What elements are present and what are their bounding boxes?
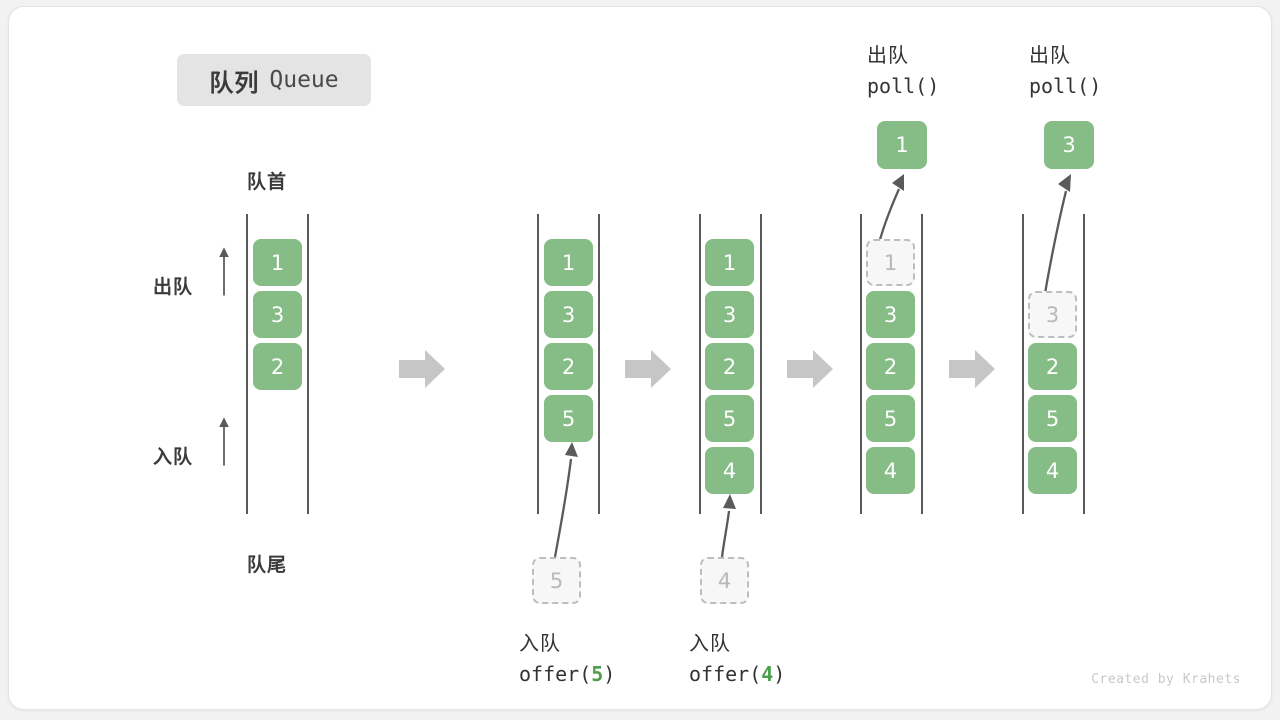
dequeue-label: 出队	[153, 277, 194, 298]
queue-cell: 2	[544, 343, 593, 390]
queue-rail-right-3	[760, 214, 762, 514]
code-prefix: offer(	[689, 662, 762, 686]
stage-header-code: poll()	[1029, 74, 1102, 98]
title-label-en: Queue	[269, 67, 339, 93]
queue-cell: 1	[705, 239, 754, 286]
queue-rail-left-3	[699, 214, 701, 514]
queue-cell: 4	[866, 447, 915, 494]
enqueue-curved-arrow-icon	[553, 442, 578, 558]
queue-rail-right-1	[307, 214, 309, 514]
queue-cell-new: 4	[705, 447, 754, 494]
title-badge: 队列 Queue	[177, 54, 371, 106]
queue-rail-right-2	[598, 214, 600, 514]
credit-text: Created by Krahets	[1091, 672, 1241, 687]
dequeue-curved-arrow-icon	[1042, 174, 1071, 300]
ghost-cell: 5	[532, 557, 581, 604]
stage-header-cn: 出队	[1029, 45, 1071, 67]
stage-caption-code: offer(4)	[689, 662, 785, 686]
code-arg: 5	[591, 662, 604, 686]
enqueue-curved-arrow-icon	[720, 494, 736, 558]
queue-cell: 3	[705, 291, 754, 338]
poll-result-cell: 3	[1044, 121, 1094, 169]
front-label: 队首	[247, 172, 288, 193]
queue-cell: 5	[705, 395, 754, 442]
ghost-cell: 3	[1028, 291, 1077, 338]
queue-cell: 4	[1028, 447, 1077, 494]
ghost-cell: 1	[866, 239, 915, 286]
queue-cell: 3	[253, 291, 302, 338]
stage-transition-arrow-icon	[949, 350, 995, 388]
stage-caption-cn: 入队	[519, 633, 561, 655]
dequeue-direction-arrow-icon	[219, 247, 229, 296]
queue-cell: 2	[866, 343, 915, 390]
poll-result-cell: 1	[877, 121, 927, 169]
queue-cell: 2	[705, 343, 754, 390]
diagram-card: 队列 Queue 队首 队尾 出队 入队 1 3 2 1	[8, 6, 1272, 710]
stage-header-cn: 出队	[867, 45, 909, 67]
code-suffix: )	[603, 662, 616, 686]
code-suffix: )	[773, 662, 786, 686]
queue-rail-left-5	[1022, 214, 1024, 514]
queue-rail-right-4	[921, 214, 923, 514]
queue-cell: 2	[1028, 343, 1077, 390]
queue-cell: 2	[253, 343, 302, 390]
queue-cell-new: 5	[544, 395, 593, 442]
stage-header-code: poll()	[867, 74, 940, 98]
stage-transition-arrow-icon	[399, 350, 445, 388]
queue-rail-right-5	[1083, 214, 1085, 514]
dequeue-curved-arrow-icon	[876, 174, 904, 248]
code-prefix: offer(	[519, 662, 592, 686]
queue-rail-left-1	[246, 214, 248, 514]
queue-cell: 5	[866, 395, 915, 442]
title-label-cn: 队列	[209, 69, 260, 97]
enqueue-label: 入队	[153, 447, 194, 468]
queue-cell: 1	[544, 239, 593, 286]
enqueue-direction-arrow-icon	[219, 417, 229, 466]
queue-cell: 3	[866, 291, 915, 338]
ghost-cell: 4	[700, 557, 749, 604]
stage-caption-code: offer(5)	[519, 662, 615, 686]
queue-rail-left-4	[860, 214, 862, 514]
queue-rail-left-2	[537, 214, 539, 514]
stage-transition-arrow-icon	[625, 350, 671, 388]
queue-cell: 3	[544, 291, 593, 338]
queue-cell: 5	[1028, 395, 1077, 442]
queue-cell: 1	[253, 239, 302, 286]
stage-transition-arrow-icon	[787, 350, 833, 388]
stage-caption-cn: 入队	[689, 633, 731, 655]
code-arg: 4	[761, 662, 774, 686]
rear-label: 队尾	[247, 555, 288, 576]
